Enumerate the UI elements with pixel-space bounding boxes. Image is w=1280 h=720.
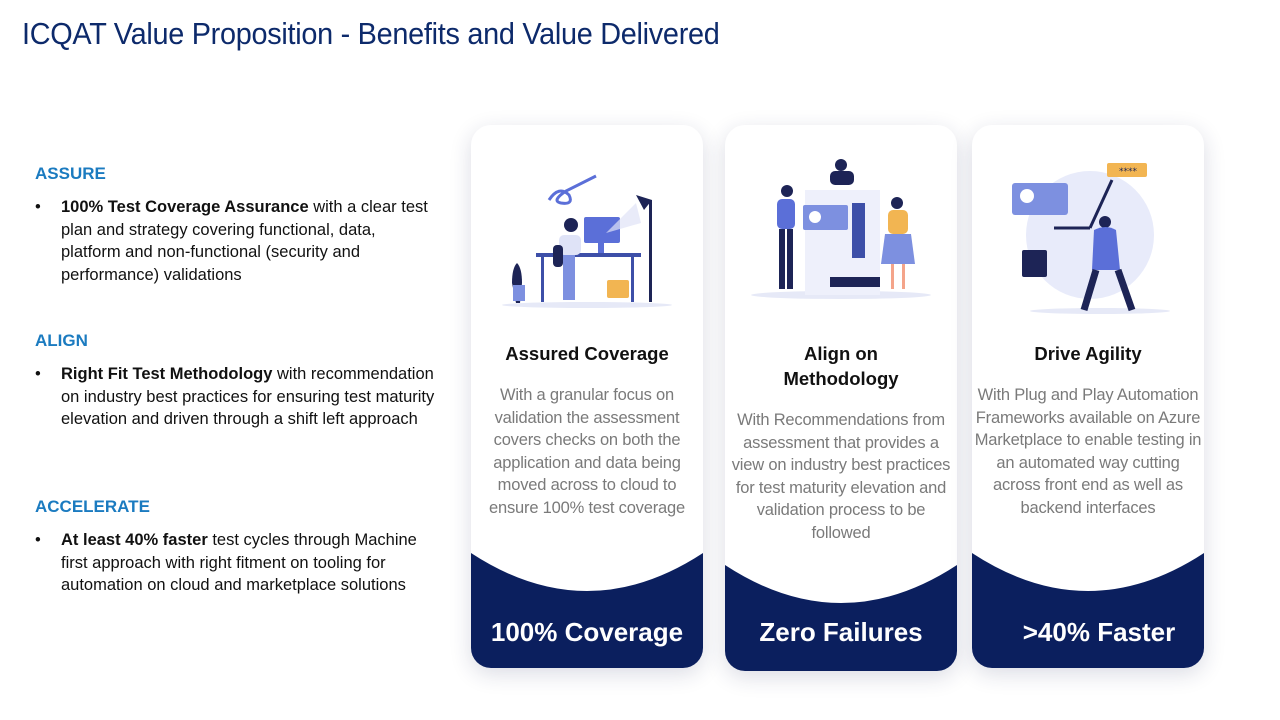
card-drive-agility: **** Drive Agility With Plug and Play Au… [972, 125, 1204, 668]
card-body: With Plug and Play Automation Frameworks… [974, 386, 1202, 517]
bullet-text: with recommendation on industry best pra… [61, 365, 435, 428]
bullet-item: • Right Fit Test Methodology with recomme… [35, 363, 435, 431]
bullet-item: • At least 40% faster test cycles through… [35, 529, 435, 597]
section-assure: ASSURE • 100% Test Coverage Assurance wit… [35, 164, 435, 286]
bullet-bold: Right Fit Test Methodology [61, 365, 273, 383]
card-footer-shape [725, 565, 957, 671]
section-heading: ASSURE [35, 164, 106, 183]
password-mask-text: **** [1119, 167, 1138, 177]
bullet-bold: 100% Test Coverage Assurance [61, 198, 309, 216]
bullet-icon: • [35, 531, 41, 549]
section-align: ALIGN • Right Fit Test Methodology with r… [35, 331, 435, 431]
team-collaboration-illustration [751, 159, 931, 299]
card-metric: >40% Faster [1022, 617, 1176, 647]
desk-worker-illustration [502, 174, 672, 308]
section-heading: ACCELERATE [35, 497, 150, 516]
bullet-item: • 100% Test Coverage Assurance with a cle… [35, 196, 435, 286]
card-align-methodology: Align on Methodology With Recommendation… [725, 125, 957, 671]
section-heading: ALIGN [35, 331, 88, 350]
card-assured-coverage: Assured Coverage With a granular focus o… [471, 125, 703, 668]
clock-agility-illustration: **** [1012, 163, 1170, 314]
card-footer-shape [471, 553, 703, 668]
card-metric: Zero Failures [759, 617, 923, 647]
card-body: With a granular focus on validation the … [489, 386, 685, 517]
card-title: Align on Methodology [783, 343, 899, 389]
bullet-icon: • [35, 198, 41, 216]
bullet-text: test cycles through Machine first approa… [61, 531, 417, 594]
card-title: Assured Coverage [505, 343, 669, 364]
card-body: With Recommendations from assessment tha… [731, 411, 951, 542]
card-footer-shape [972, 553, 1204, 668]
card-title: Drive Agility [1034, 343, 1142, 364]
bullet-bold: At least 40% faster [61, 531, 208, 549]
bullet-icon: • [35, 365, 41, 383]
card-metric: 100% Coverage [490, 617, 684, 647]
slide-title: ICQAT Value Proposition - Benefits and V… [22, 16, 720, 51]
bullet-text: with a clear test plan and strategy cove… [61, 198, 428, 284]
section-accelerate: ACCELERATE • At least 40% faster test cyc… [35, 497, 435, 597]
